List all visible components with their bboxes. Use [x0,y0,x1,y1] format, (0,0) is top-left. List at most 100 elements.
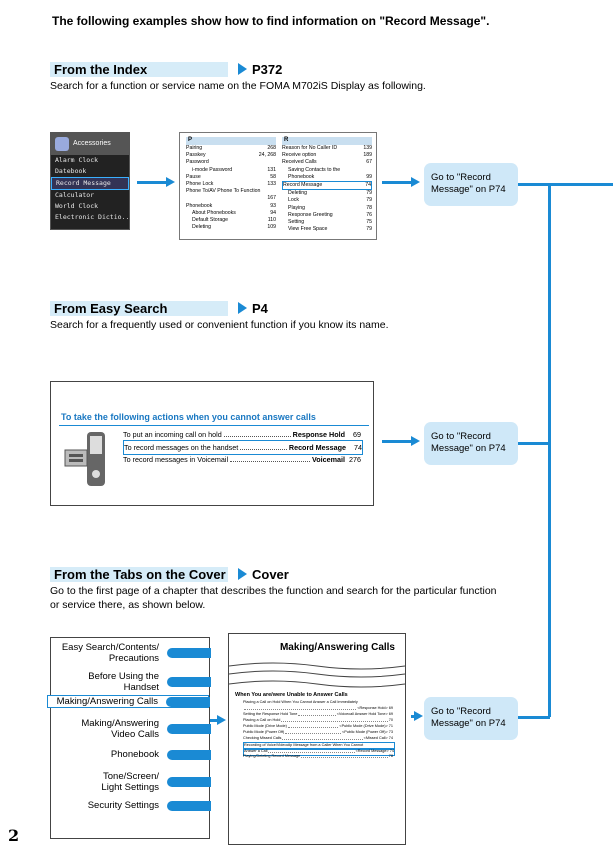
chapter-row-text: Checking Missed Calls [243,736,281,742]
chapter-page-excerpt: Making/Answering Calls When You are/were… [228,633,406,845]
leader-dots [288,724,339,728]
index-page: 58 [270,174,276,181]
index-row: i-mode Password131 [186,167,276,174]
chapter-row-ref: <Public Mode (Drive Mode)> 71 [339,724,393,730]
index-row: Received Calls67 [282,159,372,166]
index-page: 76 [366,212,372,219]
triangle-icon [238,302,247,314]
index-row: View Free Space 79 [282,226,372,233]
arrow-right-icon [411,715,415,718]
chapter-row: Placing a Call on Hold70 [243,718,393,724]
row-text: To record messages in Voicemail [123,453,228,466]
tab-marker-icon [167,677,211,687]
phone-menu-item: Electronic Dictio.. [51,212,129,223]
row-page: 276 [345,453,361,466]
index-term: Reason for No Caller ID [282,145,337,152]
index-page: 109 [267,224,276,231]
chapter-row: Public Mode (Power Off) <Public Mode (Pow… [243,730,393,736]
index-row: Passkey24, 268 [186,152,276,159]
index-page: 78 [366,205,372,212]
index-term: Phone To/AV Phone To Function [186,188,260,195]
index-term: Saving Contacts to the [288,167,340,174]
index-term: About Phonebooks [192,210,236,217]
arrow-right-icon [210,719,218,722]
index-column-head: R [282,137,372,145]
phone-menu-item: Datebook [51,166,129,177]
section-desc-tabs-2: or service there, as shown below. [50,598,205,612]
index-page: 167 [267,195,276,202]
index-term: Deleting [288,190,307,197]
cover-tab: Tone/Screen/Light Settings [53,771,209,793]
phone-menu-item: Alarm Clock [51,155,129,166]
index-page: 74 [365,182,371,189]
leader-dots [301,754,388,758]
index-page: 133 [267,181,276,188]
chapter-row-text: Public Mode (Drive Mode) [243,724,287,730]
section-desc-easy: Search for a frequently used or convenie… [50,318,389,332]
chapter-row: Placing a Call on Hold When You Cannot A… [243,700,393,706]
index-row: Lock79 [282,197,372,204]
index-term: Setting [288,219,304,226]
index-row: Phone To/AV Phone To Function [186,188,276,195]
phone-menu-screenshot: Accessories Alarm Clock Datebook Record … [50,132,130,230]
index-page: 268 [267,145,276,152]
chapter-row-text: Public Mode (Power Off) [243,730,284,736]
index-term: Lock [288,197,299,204]
phone-menu-item: Calculator [51,190,129,201]
index-term: Phonebook [288,174,314,181]
tab-marker-icon [167,724,211,734]
easy-search-row: To record messages in Voicemail Voicemai… [123,453,361,466]
index-page-excerpt: P Pairing268Passkey24, 268Passwordi-mode… [179,132,377,240]
chapter-row-ref: <Public Mode (Power Off)> 73 [342,730,393,736]
index-page: 99 [366,174,372,181]
leader-dots [285,730,341,734]
leader-dots [230,453,310,462]
chapter-row: Setting the Response Hold Tone <Voicecall… [243,712,393,718]
tab-marker-icon [167,801,211,811]
index-term: Phone Lock [186,181,213,188]
connector-line [518,716,550,719]
chapter-row-ref: <Voicecall Answer Hold Tone> 69 [337,712,393,718]
intro-text: The following examples show how to find … [52,14,489,28]
index-row: Setting 75 [282,219,372,226]
index-term: Playing [288,205,305,212]
chapter-row: Playing/Deleting Record Message78 [243,754,393,760]
connector-line [518,183,550,186]
phone-menu-item: World Clock [51,201,129,212]
easy-search-heading: To take the following actions when you c… [61,412,316,422]
phone-menu-title: Accessories [73,140,111,147]
index-page: 110 [268,217,276,224]
index-term: View Free Space [288,226,327,233]
goto-box-easy: Go to "Record Message" on P74 [424,422,518,465]
chapter-row-text: Placing a Call on Hold [243,718,280,724]
section-title-easy: From Easy Search [54,301,167,316]
leader-dots [240,441,287,450]
section-ref-index: P372 [252,62,282,77]
index-page: 94 [270,210,276,217]
leader-dots [282,736,362,740]
index-term: Phonebook [186,203,212,210]
index-term: Response Greeting [288,212,333,219]
tab-marker-icon [167,777,211,787]
chapter-row-text: Setting the Response Hold Tone [243,712,297,718]
goto-box-index: Go to "Record Message" on P74 [424,163,518,206]
index-term: Passkey [186,152,206,159]
page-number: 2 [8,826,19,845]
chapter-row-text: Playing/Deleting Record Message [243,754,300,760]
section-title-tabs: From the Tabs on the Cover [54,567,226,582]
chapter-row: Checking Missed Calls<Missed Call> 74 [243,736,393,742]
index-page: 75 [366,219,372,226]
index-term: Receive option [282,152,316,159]
leader-dots [224,428,291,437]
index-row-highlighted: Record Message74 [282,181,372,190]
index-page: 79 [366,226,372,233]
section-ref-easy: P4 [252,301,268,316]
section-desc-index: Search for a function or service name on… [50,79,426,93]
index-row: Response Greeting 76 [282,212,372,219]
index-row: Phone Lock 133 [186,181,276,188]
handset-icon [63,430,109,490]
index-row: Deleting109 [186,224,276,231]
